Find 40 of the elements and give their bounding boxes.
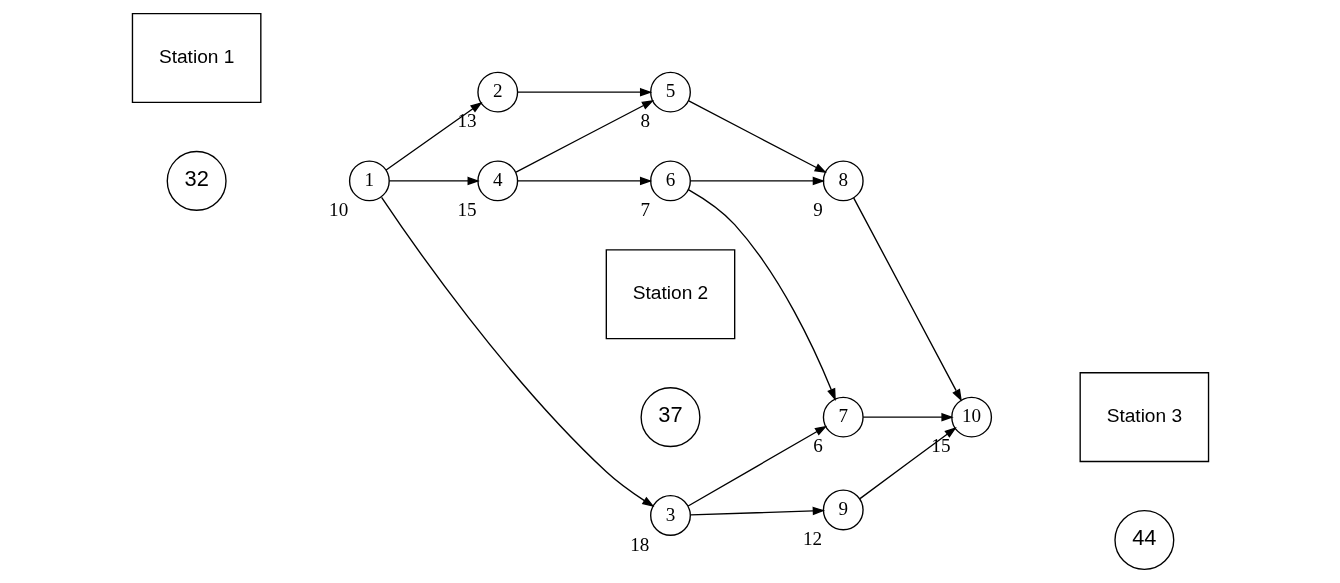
node-circle: 1 [348, 160, 390, 202]
node-circle: 10 [950, 396, 992, 438]
node-circle: 32 [166, 150, 227, 211]
node-circle: 3 [649, 494, 691, 536]
node-label: 8 [639, 110, 650, 132]
node-label: 9 [812, 198, 823, 220]
arrow [388, 176, 480, 186]
node-circle: 7 [822, 396, 864, 438]
node-circle: 8 [822, 160, 864, 202]
node-box: Station 2 [605, 249, 735, 340]
arrow [516, 176, 652, 186]
node-label: 10 [328, 198, 348, 220]
node-box: Station 3 [1079, 372, 1209, 463]
arrow [384, 101, 483, 171]
node-label: 15 [930, 435, 950, 457]
arrow [380, 196, 654, 507]
node-label: 13 [456, 110, 477, 132]
arrow [514, 99, 654, 173]
arrow [689, 176, 825, 186]
node-label: 7 [639, 198, 650, 220]
arrow [689, 506, 825, 516]
node-circle: 5 [649, 71, 691, 113]
node-circle: 9 [822, 489, 864, 531]
node-label: 18 [629, 533, 649, 555]
arrow [687, 188, 836, 401]
node-box: Station 1 [131, 12, 261, 104]
node-label: 15 [456, 198, 477, 220]
arrow [687, 100, 827, 174]
node-circle: 37 [639, 387, 701, 448]
node-circle: 4 [476, 160, 518, 202]
node-label: 12 [802, 528, 822, 550]
arrow [687, 425, 827, 507]
node-circle: 2 [476, 71, 518, 113]
arrow [516, 87, 652, 97]
node-circle: 44 [1113, 510, 1174, 571]
arrow [858, 427, 957, 500]
node-circle: 6 [649, 160, 691, 202]
node-label: 6 [812, 435, 823, 457]
arrow [861, 412, 954, 422]
arrow [852, 197, 962, 402]
